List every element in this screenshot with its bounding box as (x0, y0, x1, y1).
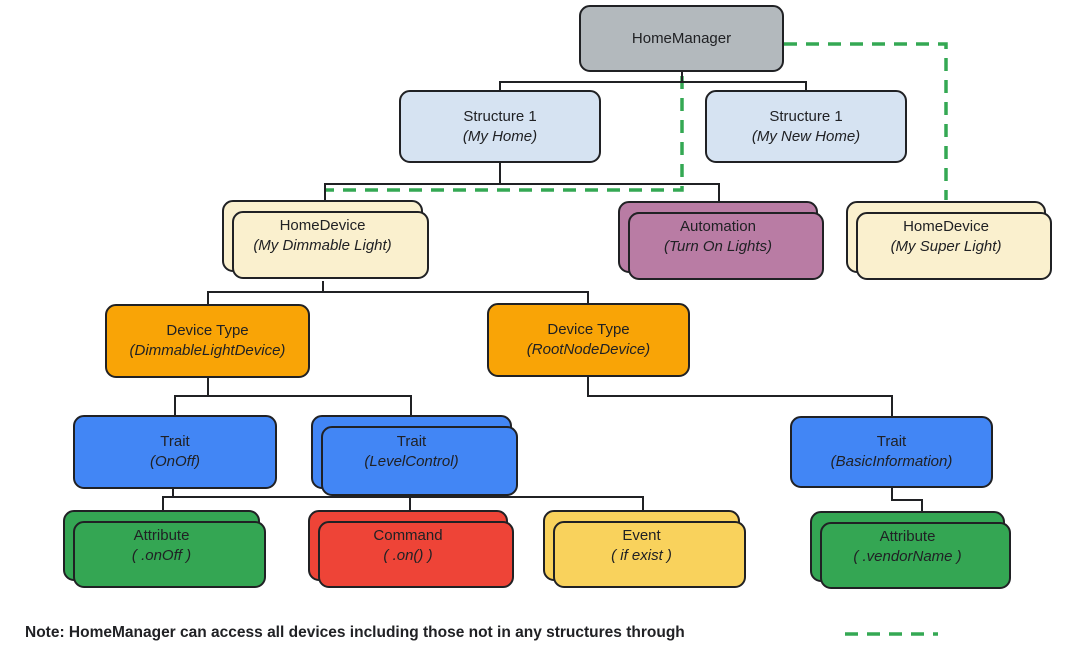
node-subtitle: (My Dimmable Light) (253, 237, 392, 254)
node-automation-turn-on-lights: Automation (Turn On Lights) (618, 201, 824, 280)
node-title: HomeDevice (903, 218, 989, 235)
node-subtitle: (OnOff) (149, 453, 200, 470)
node-subtitle: ( .on() ) (383, 546, 433, 564)
node-title: Command (373, 526, 443, 544)
node-subtitle: (Turn On Lights) (663, 238, 773, 255)
tree-connectors (162, 72, 923, 511)
node-structure-my-new-home: Structure 1 (My New Home) (705, 90, 907, 163)
node-title: Structure 1 (463, 107, 537, 125)
node-title: Device Type (547, 321, 630, 338)
node-event-if-exist: Event ( if exist ) (543, 510, 746, 588)
node-home-device-super-light: HomeDevice (My Super Light) (846, 201, 1052, 280)
node-device-type-root-node: Device Type (RootNodeDevice) (487, 303, 690, 377)
node-subtitle: ( .vendorName ) (853, 547, 962, 565)
node-trait-levelcontrol: Trait (LevelControl) (311, 415, 518, 496)
node-title: Attribute (133, 526, 190, 544)
node-subtitle: (BasicInformation) (830, 453, 953, 470)
node-attribute-vendorname: Attribute ( .vendorName ) (810, 511, 1011, 589)
node-title: Structure 1 (769, 107, 843, 125)
node-title: Device Type (166, 322, 249, 339)
node-attribute-onoff: Attribute ( .onOff ) (63, 510, 266, 588)
node-subtitle: ( .onOff ) (131, 546, 192, 564)
node-title: Trait (396, 433, 427, 450)
node-structure-my-home: Structure 1 (My Home) (399, 90, 601, 163)
node-subtitle: (RootNodeDevice) (526, 341, 651, 358)
node-trait-basicinformation: Trait (BasicInformation) (790, 416, 993, 488)
node-subtitle: ( if exist ) (611, 546, 672, 564)
node-title: HomeDevice (279, 217, 366, 234)
node-subtitle: (DimmableLightDevice) (129, 342, 286, 359)
node-title: Event (622, 526, 661, 544)
node-title: HomeManager (631, 29, 732, 47)
node-title: Attribute (879, 527, 936, 545)
node-home-manager: HomeManager (579, 5, 784, 72)
node-title: Automation (680, 218, 756, 235)
dashed-link-to-super-light (784, 42, 948, 200)
node-subtitle: (My Super Light) (890, 238, 1002, 255)
dashed-link-to-dimmable-light (326, 76, 684, 192)
node-title: Trait (876, 433, 907, 450)
node-title: Trait (160, 433, 190, 450)
node-command-on: Command ( .on() ) (308, 510, 514, 588)
node-subtitle: (My New Home) (751, 127, 861, 145)
node-subtitle: (My Home) (462, 127, 538, 145)
node-device-type-dimmable: Device Type (DimmableLightDevice) (105, 304, 310, 378)
footnote-text: Note: HomeManager can access all devices… (25, 624, 685, 641)
node-subtitle: (LevelControl) (364, 453, 459, 470)
node-home-device-dimmable: HomeDevice (My Dimmable Light) (222, 200, 429, 279)
node-trait-onoff: Trait (OnOff) (73, 415, 277, 489)
